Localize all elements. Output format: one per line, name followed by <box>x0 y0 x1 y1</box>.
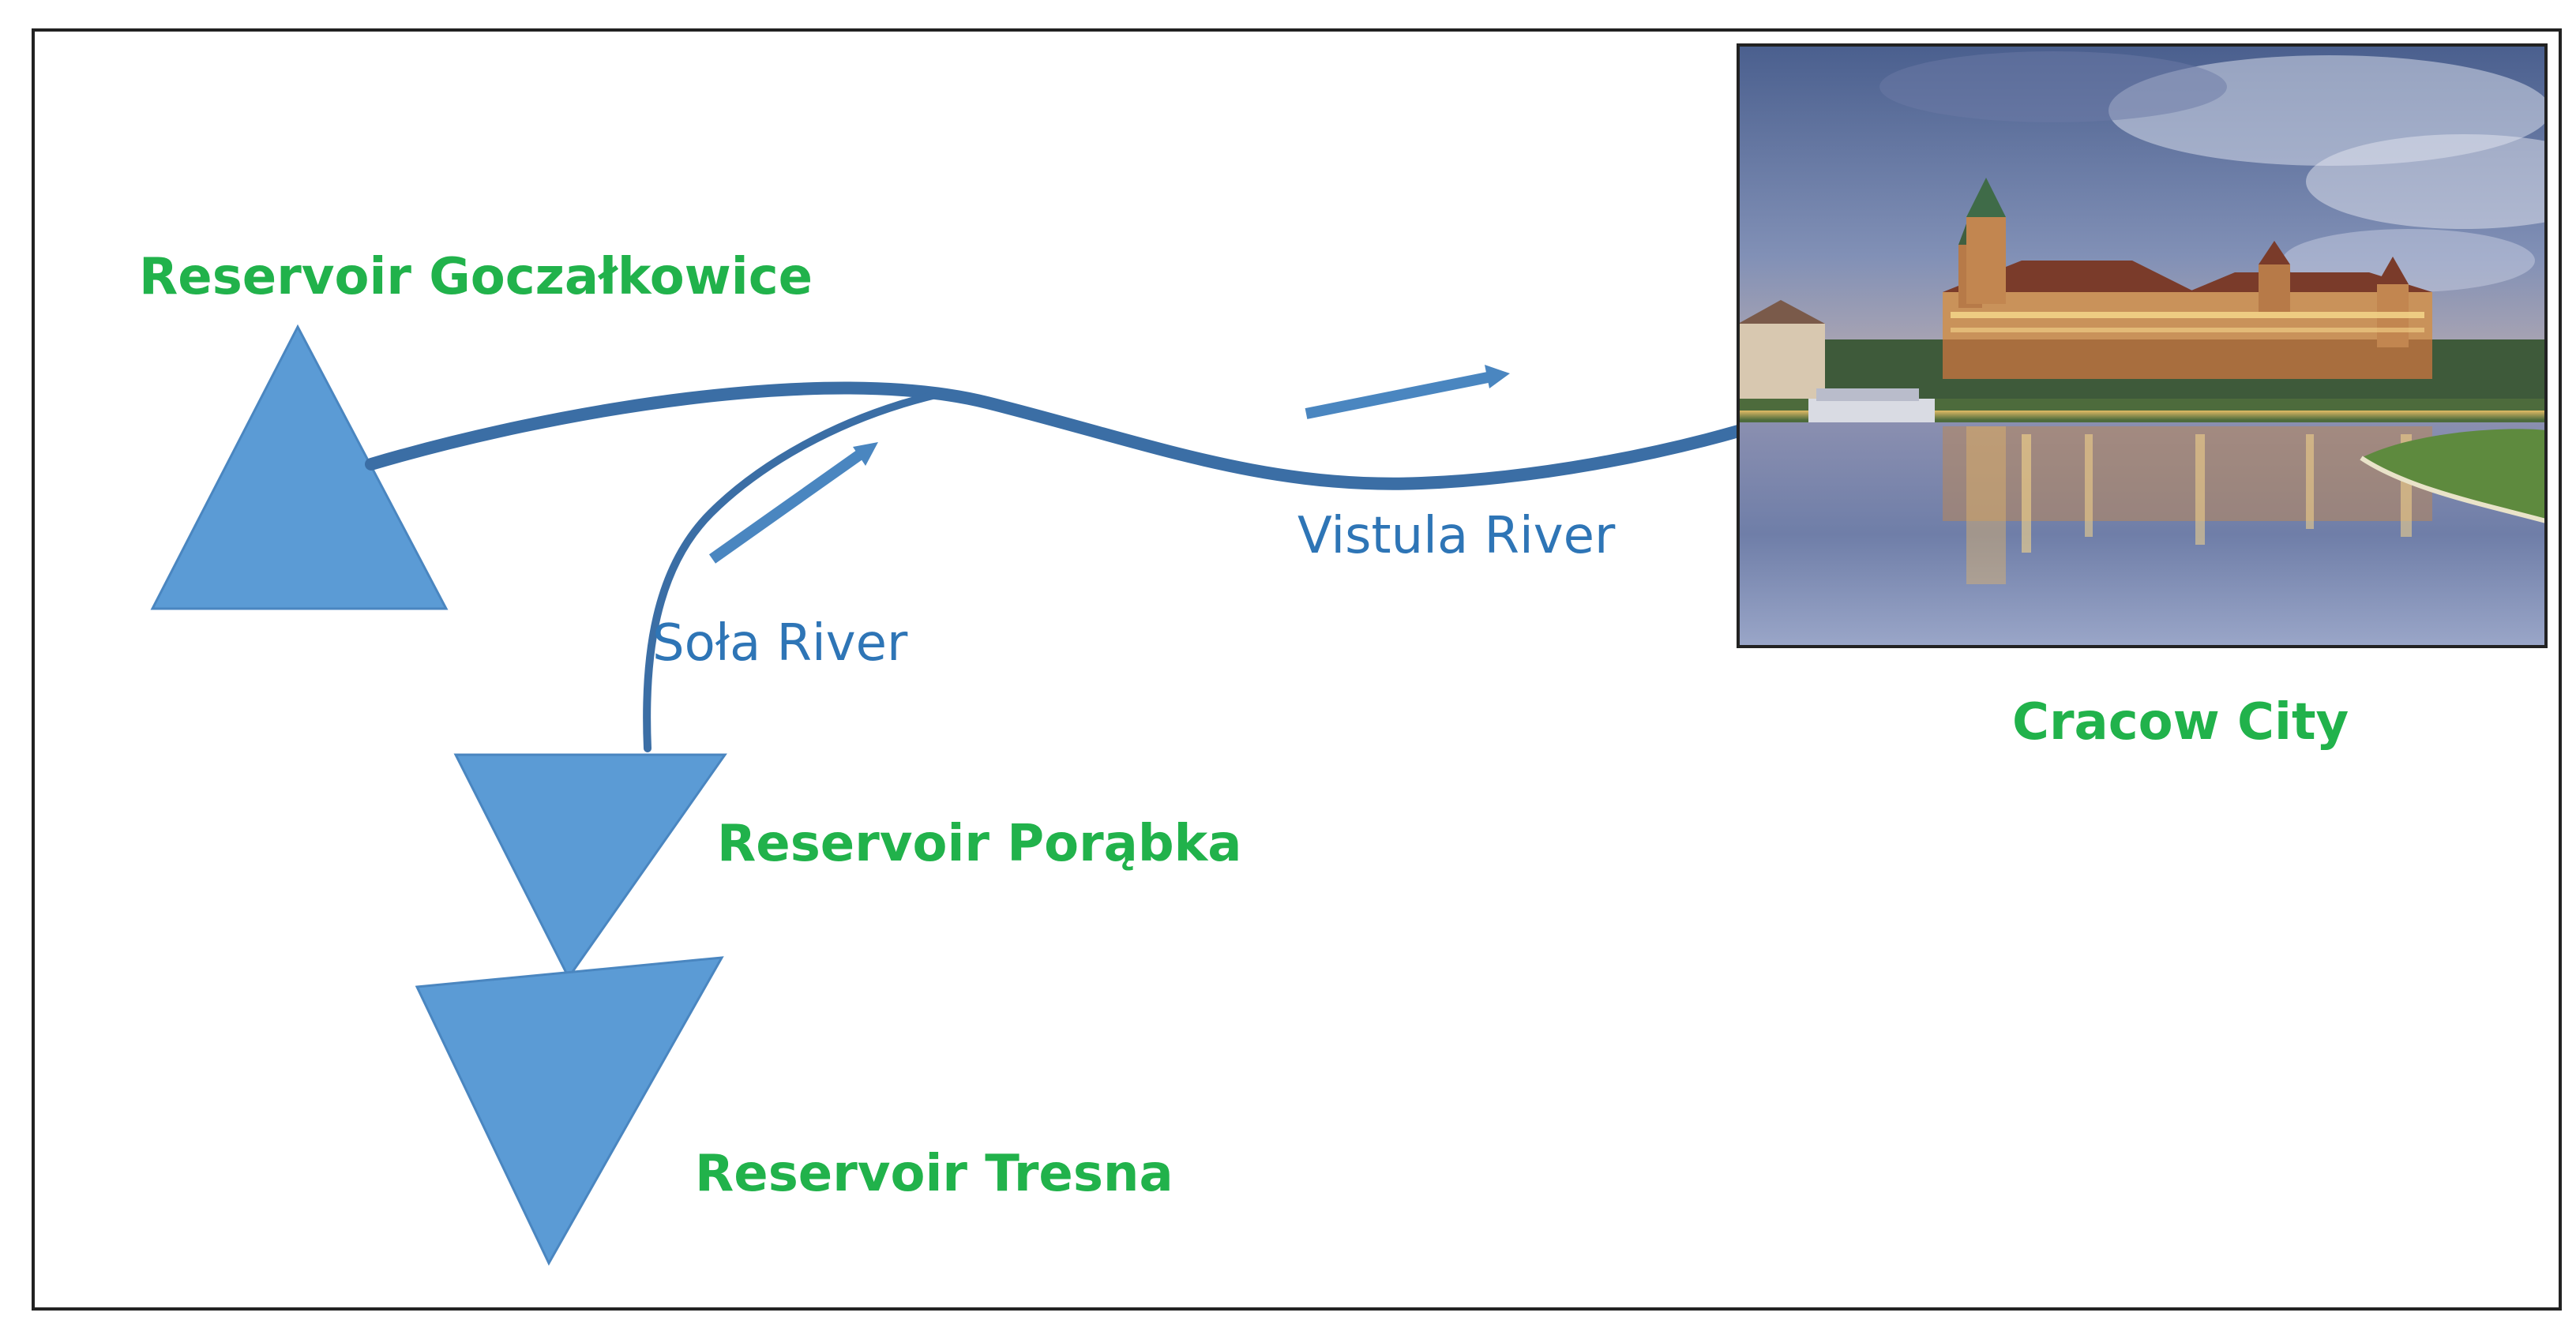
sola-river-line <box>643 391 940 752</box>
label-reservoir-tresna: Reservoir Tresna <box>695 1145 1173 1203</box>
sola-flow-arrow-icon <box>708 442 878 564</box>
reservoir-tresna-triangle <box>415 956 724 1266</box>
cracow-city-photo <box>1737 43 2548 648</box>
label-vistula-river: Vistula River <box>1297 507 1616 565</box>
label-reservoir-porabka: Reservoir Porąbka <box>717 815 1241 873</box>
label-sola-river: Soła River <box>652 614 908 673</box>
vistula-river-line <box>365 381 1748 490</box>
reservoir-porabka-triangle <box>453 753 727 980</box>
label-reservoir-goczalkowice: Reservoir Goczałkowice <box>139 248 813 306</box>
label-cracow-city: Cracow City <box>2012 693 2349 752</box>
vistula-flow-arrow-icon <box>1305 365 1510 419</box>
